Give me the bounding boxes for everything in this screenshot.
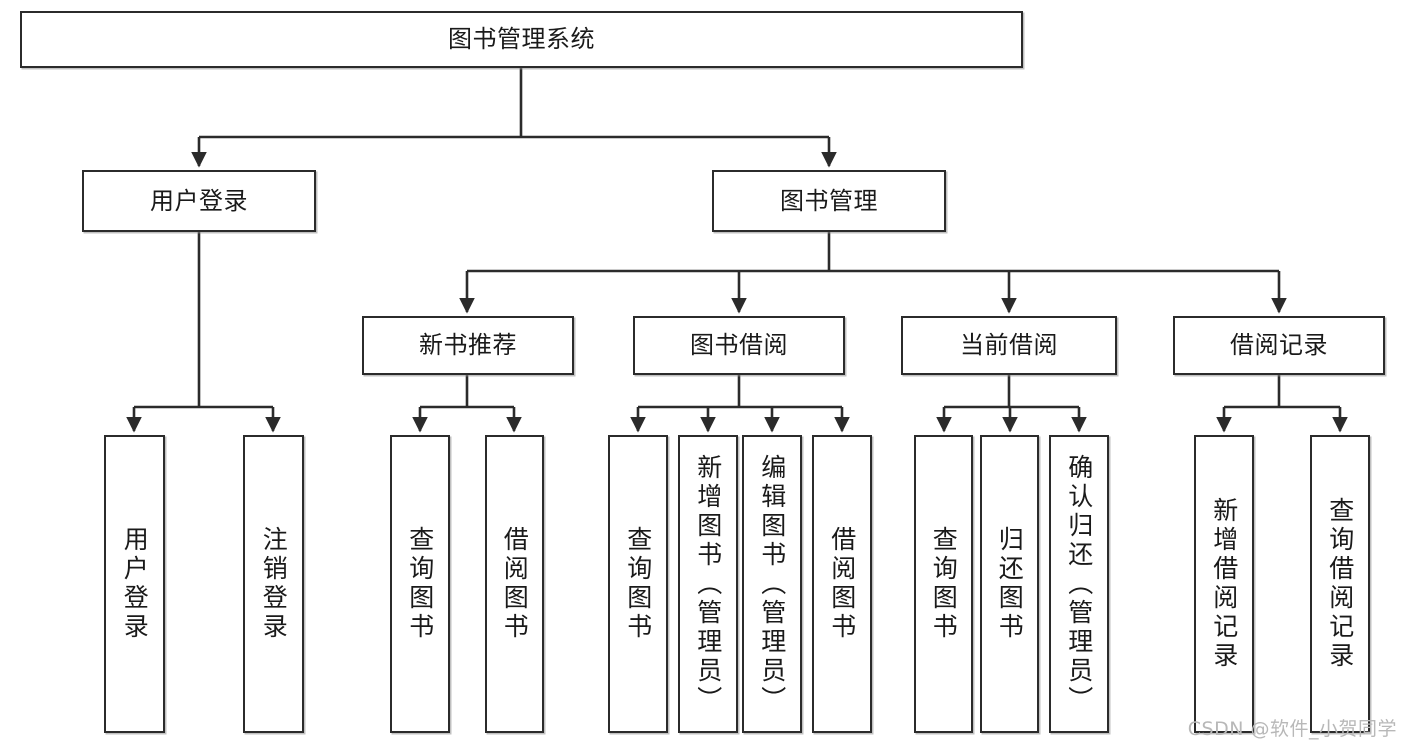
node-book-management[interactable]: 图书管理 xyxy=(712,170,946,232)
leaf-user-login[interactable]: 用户登录 xyxy=(104,435,165,733)
leaf-edit-book-admin[interactable]: 编辑图书（管理员） xyxy=(742,435,802,733)
leaf-add-borrow-record-label: 新增借阅记录 xyxy=(1209,497,1239,671)
leaf-edit-book-admin-label: 编辑图书（管理员） xyxy=(757,453,787,715)
leaf-query-book-current[interactable]: 查询图书 xyxy=(914,435,973,733)
leaf-borrow-book[interactable]: 借阅图书 xyxy=(812,435,872,733)
node-user-login[interactable]: 用户登录 xyxy=(82,170,316,232)
node-new-book-recommend[interactable]: 新书推荐 xyxy=(362,316,574,375)
leaf-confirm-return-admin-label: 确认归还（管理员） xyxy=(1064,453,1094,715)
node-root-system[interactable]: 图书管理系统 xyxy=(20,11,1023,68)
node-borrow-record-label: 借阅记录 xyxy=(1230,331,1328,360)
leaf-query-borrow-record[interactable]: 查询借阅记录 xyxy=(1310,435,1370,733)
leaf-logout-login-label: 注销登录 xyxy=(259,526,289,642)
leaf-query-borrow-record-label: 查询借阅记录 xyxy=(1325,497,1355,671)
leaf-query-book-newbook-label: 查询图书 xyxy=(405,526,435,642)
node-book-borrow-label: 图书借阅 xyxy=(690,331,788,360)
node-book-borrow[interactable]: 图书借阅 xyxy=(633,316,845,375)
leaf-confirm-return-admin[interactable]: 确认归还（管理员） xyxy=(1049,435,1109,733)
node-user-login-label: 用户登录 xyxy=(150,186,248,215)
node-book-management-label: 图书管理 xyxy=(780,186,878,215)
csdn-watermark: CSDN @软件_小贺同学 xyxy=(1187,718,1397,740)
node-current-borrow[interactable]: 当前借阅 xyxy=(901,316,1117,375)
leaf-borrow-book-newbook[interactable]: 借阅图书 xyxy=(485,435,544,733)
leaf-query-book-borrow[interactable]: 查询图书 xyxy=(608,435,668,733)
leaf-query-book-current-label: 查询图书 xyxy=(929,526,959,642)
leaf-return-book-label: 归还图书 xyxy=(995,526,1025,642)
node-borrow-record[interactable]: 借阅记录 xyxy=(1173,316,1385,375)
node-new-book-recommend-label: 新书推荐 xyxy=(419,331,517,360)
leaf-user-login-label: 用户登录 xyxy=(120,526,150,642)
leaf-add-book-admin-label: 新增图书（管理员） xyxy=(693,453,723,715)
leaf-add-borrow-record[interactable]: 新增借阅记录 xyxy=(1194,435,1254,733)
node-current-borrow-label: 当前借阅 xyxy=(960,331,1058,360)
leaf-add-book-admin[interactable]: 新增图书（管理员） xyxy=(678,435,738,733)
leaf-logout-login[interactable]: 注销登录 xyxy=(243,435,304,733)
leaf-return-book[interactable]: 归还图书 xyxy=(980,435,1039,733)
leaf-query-book-borrow-label: 查询图书 xyxy=(623,526,653,642)
leaf-borrow-book-label: 借阅图书 xyxy=(827,526,857,642)
leaf-query-book-newbook[interactable]: 查询图书 xyxy=(390,435,450,733)
node-root-system-label: 图书管理系统 xyxy=(448,25,595,54)
leaf-borrow-book-newbook-label: 借阅图书 xyxy=(500,526,530,642)
